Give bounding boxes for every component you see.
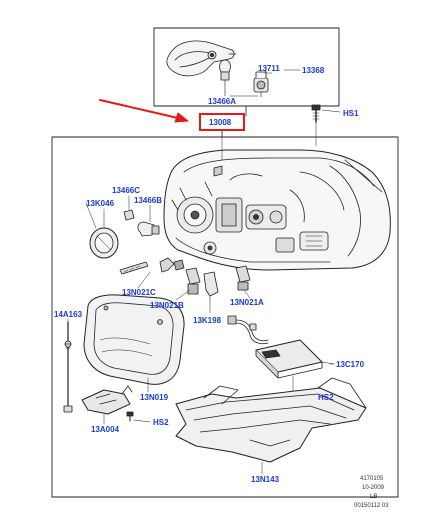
label-13368[interactable]: 13368	[302, 66, 325, 75]
label-13008[interactable]: 13008	[209, 118, 232, 127]
label-13k046[interactable]: 13K046	[86, 199, 115, 208]
reference-code: 4170105	[360, 476, 384, 482]
top-inset-box	[153, 27, 340, 117]
highlight-box-13008	[199, 113, 245, 131]
screw-hs1[interactable]	[311, 104, 341, 147]
highlight-arrow	[99, 99, 189, 123]
ballast-13c170[interactable]	[255, 339, 335, 379]
label-hs2-right[interactable]: HS2	[318, 393, 334, 402]
socket-13n021b[interactable]	[175, 267, 201, 301]
label-13a004[interactable]: 13A004	[91, 425, 120, 434]
label-13n021a[interactable]: 13N021A	[230, 298, 264, 307]
adjuster-14a163[interactable]	[63, 318, 73, 413]
bulb-holder-13368[interactable]	[166, 40, 237, 77]
undertray-13n143[interactable]	[175, 377, 367, 475]
main-assembly-frame	[51, 129, 399, 498]
label-13466a[interactable]: 13466A	[208, 97, 237, 106]
label-13k198[interactable]: 13K198	[193, 316, 222, 325]
label-13n021c[interactable]: 13N021C	[122, 288, 156, 297]
wiring-harness[interactable]	[227, 315, 269, 345]
bulb-13466a[interactable]	[219, 59, 231, 97]
socket-13n021c[interactable]	[119, 257, 185, 289]
screw-hs2-left[interactable]	[126, 411, 151, 423]
reference-date: 10-2009	[362, 485, 385, 491]
label-13466b[interactable]: 13466B	[134, 196, 163, 205]
bracket-13a004[interactable]	[81, 385, 133, 425]
bracket-13k198[interactable]	[203, 271, 219, 314]
label-13n143[interactable]: 13N143	[251, 475, 280, 484]
reference-side: LB	[370, 494, 378, 500]
bulb-13466b[interactable]	[137, 204, 160, 237]
label-13466c[interactable]: 13466C	[112, 186, 141, 195]
label-hs2-left[interactable]: HS2	[153, 418, 169, 427]
label-hs1[interactable]: HS1	[343, 109, 359, 118]
label-13c170[interactable]: 13C170	[336, 360, 365, 369]
label-13711[interactable]: 13711	[258, 64, 280, 73]
label-13n021b[interactable]: 13N021B	[150, 301, 184, 310]
label-13n019[interactable]: 13N019	[140, 393, 169, 402]
bezel-13n019[interactable]	[83, 294, 185, 393]
socket-13711[interactable]	[253, 65, 301, 98]
cap-13k046[interactable]	[89, 208, 119, 259]
headlamp-housing[interactable]	[163, 149, 391, 271]
socket-13n021a[interactable]	[235, 265, 251, 299]
bulb-13466c[interactable]	[123, 195, 135, 221]
reference-drawing-no: 00150112 03	[354, 503, 389, 509]
label-14a163[interactable]: 14A163	[54, 310, 83, 319]
